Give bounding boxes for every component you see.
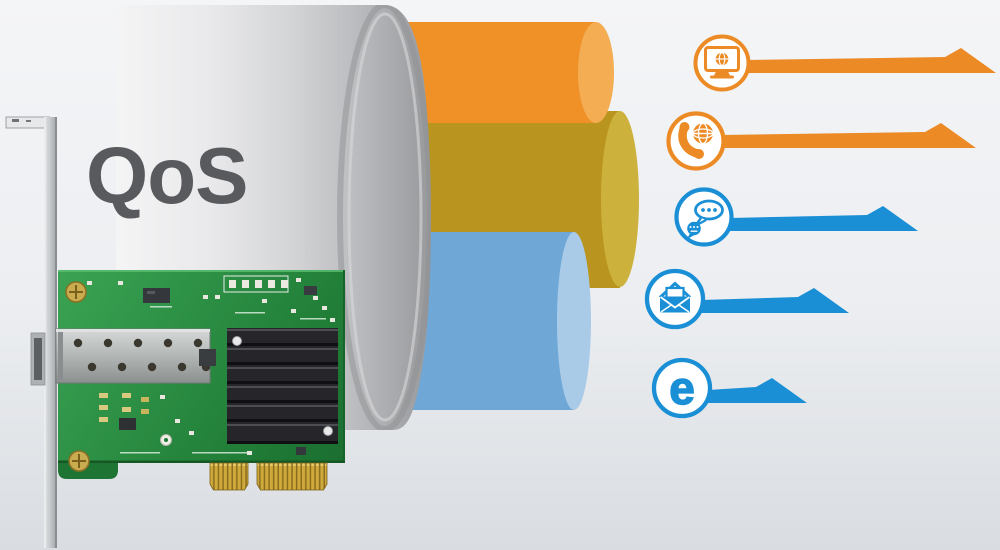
- sfp-cage-top: [56, 329, 210, 332]
- heatsink: [227, 328, 338, 444]
- heatsink-screw: [323, 426, 333, 436]
- bracket-bar: [44, 117, 57, 548]
- sfp-cage-vents: [73, 338, 211, 372]
- video-priority-arrow: [748, 48, 996, 73]
- traffic-row-messaging: [674, 187, 918, 247]
- heatsink-screw: [232, 336, 242, 346]
- pcb-top-edge: [58, 270, 345, 272]
- letter-e-icon: e: [669, 362, 695, 414]
- traffic-row-video: [693, 34, 996, 92]
- pcie-finger-segment-long: [256, 462, 328, 491]
- messaging-priority-arrow: [730, 206, 918, 231]
- web-icon-circle: [651, 357, 713, 419]
- middle-stream-cap: [601, 111, 639, 287]
- email-priority-arrow: [701, 288, 849, 313]
- bracket-hook-slot: [12, 119, 19, 122]
- phone-globe-icon: [678, 122, 714, 159]
- traffic-rows: e: [644, 34, 996, 419]
- open-envelope-icon: [658, 282, 692, 313]
- monitor-globe-icon: [704, 46, 740, 79]
- pcie-finger-segment-short: [209, 462, 249, 491]
- qos-pipe-label: QoS: [86, 131, 247, 220]
- bracket-top-hook: [5, 116, 51, 129]
- bracket-hook-slot: [26, 120, 31, 122]
- pcb-right-edge: [343, 270, 345, 463]
- pcb-screws: [65, 281, 90, 472]
- sfp-port-opening: [34, 338, 42, 380]
- bracket-highlight: [44, 117, 46, 548]
- sfp-network-card: [5, 116, 345, 548]
- voip-priority-arrow: [722, 123, 976, 148]
- pcb-bottom-shade: [58, 460, 345, 463]
- sfp-cage: [55, 328, 211, 384]
- screw-top-cross: [69, 285, 83, 299]
- heatsink-fin-highlights: [227, 329, 338, 426]
- voip-icon-circle: [666, 111, 726, 171]
- screw-bottom-cross: [72, 454, 86, 468]
- traffic-row-web: e: [651, 357, 807, 419]
- traffic-row-voip: [666, 111, 976, 171]
- top-stream-cap: [578, 22, 614, 123]
- chat-bubbles-icon: [686, 199, 724, 240]
- pipe-rim-outer: [337, 5, 431, 430]
- sfp-cage-front: [58, 332, 63, 380]
- pcb-components: [87, 275, 335, 455]
- traffic-row-email: [644, 268, 849, 330]
- pipe-rim-inner: [347, 12, 423, 422]
- pcie-edge-connector: [209, 462, 328, 491]
- heatsink-fin-shadows: [227, 343, 338, 444]
- qos-pipe-rim: [337, 5, 431, 430]
- web-priority-arrow: [708, 378, 807, 403]
- bottom-stream-cap: [557, 232, 591, 410]
- sfp-cage-body: [55, 328, 211, 384]
